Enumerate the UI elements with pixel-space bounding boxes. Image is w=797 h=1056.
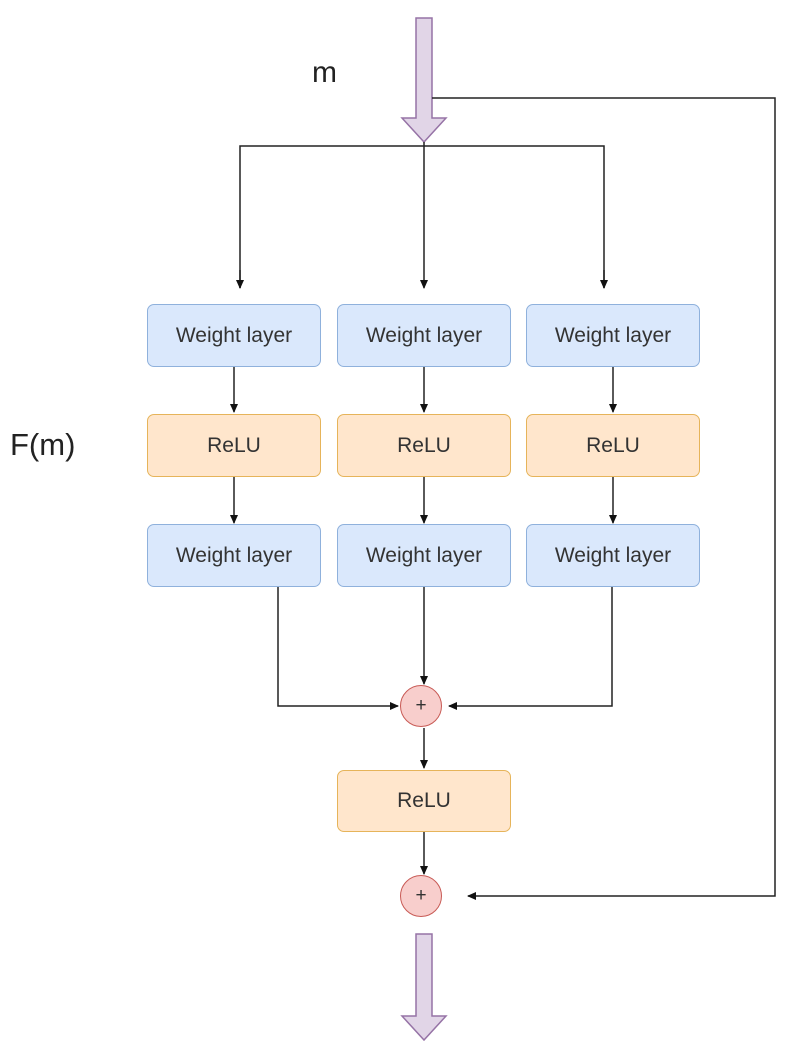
fanout-line: [239, 145, 605, 288]
branch3-relu: ReLU: [526, 414, 700, 477]
branch3-weight-layer-bottom: Weight layer: [526, 524, 700, 587]
branch2-relu: ReLU: [337, 414, 511, 477]
branch2-weight-layer-bottom: Weight layer: [337, 524, 511, 587]
output-block-arrow: [400, 933, 448, 1042]
residual-adder: +: [400, 875, 442, 917]
merge-line-left: [277, 587, 399, 710]
branch2-weight-layer-top: Weight layer: [337, 304, 511, 367]
skip-connection: [432, 97, 776, 900]
block-label: F(m): [10, 427, 76, 462]
branch1-weight-layer-top: Weight layer: [147, 304, 321, 367]
branch1-relu: ReLU: [147, 414, 321, 477]
branch3-weight-layer-top: Weight layer: [526, 304, 700, 367]
input-block-arrow: [400, 17, 448, 144]
post-merge-relu: ReLU: [337, 770, 511, 832]
merge-adder: +: [400, 685, 442, 727]
input-label: m: [312, 56, 337, 89]
branch1-weight-layer-bottom: Weight layer: [147, 524, 321, 587]
merge-line-right: [448, 587, 613, 710]
